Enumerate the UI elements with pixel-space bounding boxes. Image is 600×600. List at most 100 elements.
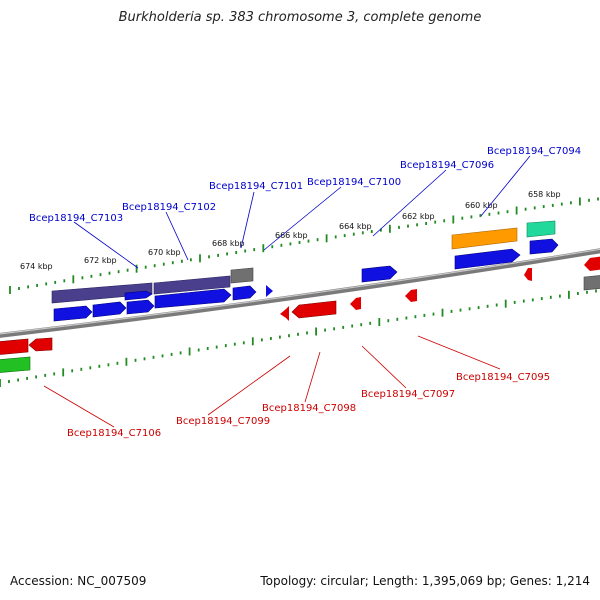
gene-label[interactable]: Bcep18194_C7103 (29, 213, 123, 224)
scale-label: 658 kbp (528, 190, 561, 199)
chromosome-backbone-highlight (0, 248, 600, 335)
scale-minor-tick (405, 316, 408, 320)
scale-minor-tick (126, 268, 129, 272)
scale-label: 672 kbp (84, 256, 117, 265)
scale-minor-tick (488, 212, 491, 216)
gene-feature[interactable] (0, 356, 31, 373)
leader-line (417, 335, 501, 370)
scale-minor-tick (588, 198, 590, 202)
gene-label[interactable]: Bcep18194_C7100 (307, 177, 401, 188)
gene-feature[interactable] (126, 299, 155, 315)
gene-feature[interactable] (232, 285, 257, 301)
gene-feature[interactable] (291, 300, 337, 319)
gene-feature[interactable] (230, 267, 254, 284)
scale-minor-tick (570, 201, 572, 205)
leader-line (165, 211, 189, 261)
gene-feature[interactable] (92, 301, 127, 318)
gene-feature[interactable] (451, 227, 518, 250)
scale-minor-tick (351, 324, 354, 328)
gene-label[interactable]: Bcep18194_C7095 (456, 372, 550, 383)
gene-feature[interactable] (524, 268, 532, 281)
scale-minor-tick (380, 228, 382, 232)
gene-feature[interactable] (280, 306, 289, 321)
scale-minor-tick (45, 282, 48, 286)
scale-minor-tick (206, 347, 209, 350)
gene-feature[interactable] (454, 248, 521, 270)
scale-major-tick (504, 299, 507, 308)
scale-minor-tick (280, 243, 283, 247)
scale-major-tick (579, 197, 581, 206)
gene-label[interactable]: Bcep18194_C7106 (67, 428, 161, 439)
scale-minor-tick (316, 238, 319, 242)
chromosome-backbone (0, 248, 600, 338)
scale-minor-tick (153, 264, 156, 268)
gene-feature[interactable] (526, 220, 556, 238)
scale-major-tick (325, 234, 328, 243)
scale-major-tick (452, 215, 455, 224)
scale-minor-tick (71, 369, 74, 373)
leader-line (480, 155, 531, 217)
gene-feature[interactable] (529, 238, 559, 255)
gene-label[interactable]: Bcep18194_C7097 (361, 389, 455, 400)
gene-label[interactable]: Bcep18194_C7098 (262, 403, 356, 414)
scale-minor-tick (179, 351, 182, 355)
scale-minor-tick (44, 373, 47, 377)
scale-minor-tick (416, 223, 418, 227)
scale-minor-tick (531, 298, 534, 302)
scale-major-tick (251, 337, 254, 346)
scale-minor-tick (477, 306, 480, 310)
gene-feature[interactable] (53, 305, 93, 322)
gene-feature[interactable] (0, 338, 29, 355)
scale-labels: 674 kbp 672 kbp 670 kbp 668 kbp 666 kbp … (20, 190, 561, 271)
scale-major-tick (188, 347, 191, 356)
scale-minor-tick (333, 327, 335, 331)
scale-minor-tick (17, 378, 19, 382)
scale-minor-tick (559, 294, 561, 298)
gene-label[interactable]: Bcep18194_C7102 (122, 202, 216, 213)
reverse-features (0, 256, 600, 373)
gene-label[interactable]: Bcep18194_C7099 (176, 416, 270, 427)
gene-feature[interactable] (350, 297, 361, 310)
gene-feature[interactable] (405, 289, 417, 302)
gene-feature[interactable] (153, 275, 231, 295)
scale-major-tick (515, 206, 518, 215)
scale-minor-tick (524, 207, 527, 211)
gene-label[interactable]: Bcep18194_C7094 (487, 146, 581, 157)
gene-feature[interactable] (361, 265, 398, 283)
scale-minor-tick (342, 325, 345, 329)
scale-minor-tick (549, 295, 552, 299)
scale-minor-tick (8, 380, 10, 383)
leader-line (361, 345, 407, 389)
gene-label[interactable]: Bcep18194_C7096 (400, 160, 494, 171)
leader-line (43, 385, 115, 428)
scale-minor-tick (297, 332, 299, 336)
scale-minor-tick (414, 315, 417, 319)
gene-label[interactable]: Bcep18194_C7101 (209, 181, 303, 192)
scale-minor-tick (542, 205, 545, 209)
gene-feature[interactable] (154, 288, 232, 309)
scale-minor-tick (361, 231, 364, 235)
scale-minor-tick (242, 341, 245, 345)
scale-major-tick (62, 368, 65, 377)
scale-minor-tick (53, 372, 56, 376)
scale-minor-tick (63, 279, 66, 283)
gene-feature[interactable] (124, 290, 153, 301)
gene-feature[interactable] (266, 285, 273, 297)
scale-minor-tick (270, 337, 272, 340)
scale-minor-tick (279, 335, 281, 339)
leader-line (263, 186, 342, 251)
scale-minor-tick (432, 312, 435, 316)
scale-minor-tick (450, 309, 453, 313)
scale-major-tick (72, 275, 75, 284)
scale-minor-tick (116, 361, 119, 365)
scale-minor-tick (233, 342, 236, 346)
scale-minor-tick (298, 241, 301, 244)
scale-major-tick (135, 264, 138, 273)
scale-minor-tick (143, 357, 146, 361)
gene-feature[interactable] (28, 337, 53, 352)
scale-minor-tick (468, 307, 471, 311)
gene-feature[interactable] (584, 256, 600, 271)
gene-feature[interactable] (583, 275, 600, 291)
reverse-gene-labels: Bcep18194_C7106 Bcep18194_C7099 Bcep1819… (67, 372, 550, 439)
